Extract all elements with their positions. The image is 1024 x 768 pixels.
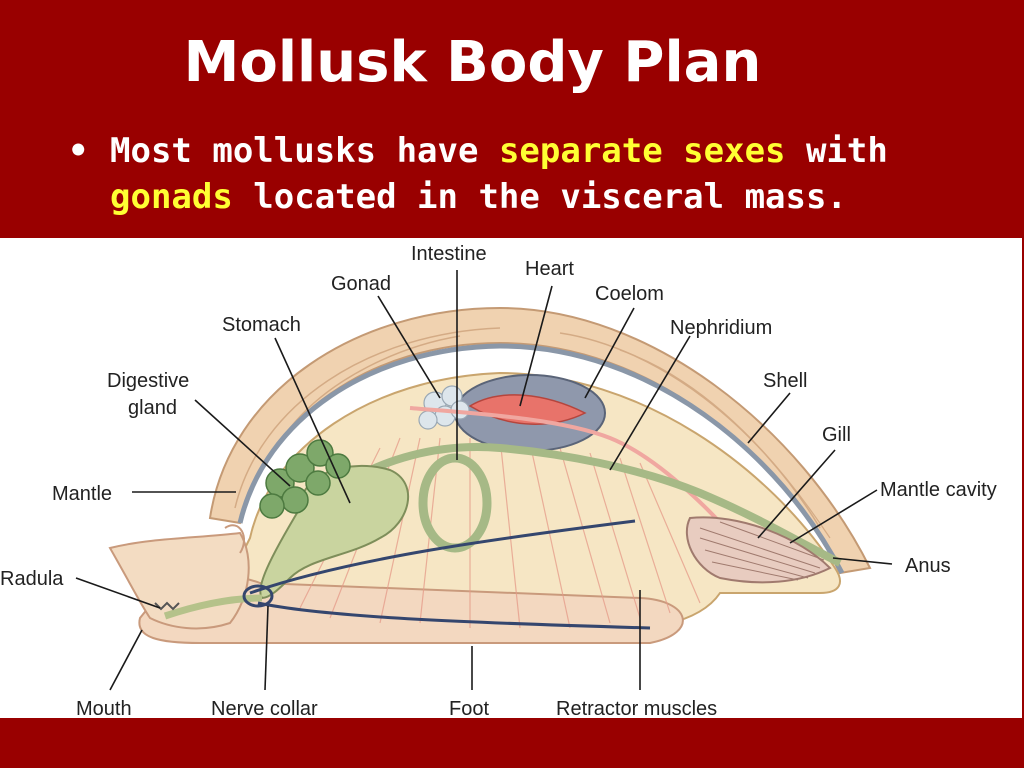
leader-mantle-cavity <box>789 489 878 544</box>
highlight-separate-sexes: separate sexes <box>498 131 786 171</box>
label-coelom: Coelom <box>595 283 664 305</box>
leader-gill <box>757 449 836 539</box>
label-retractor-muscles: Retractor muscles <box>556 698 717 718</box>
intestine-illustration <box>327 443 842 567</box>
gill-illustration <box>685 516 832 584</box>
shell-illustration <box>208 306 872 575</box>
bullet-text-1: Most mollusks have <box>110 131 499 171</box>
leader-radula <box>75 577 161 609</box>
leader-nerve-collar <box>264 605 269 691</box>
label-radula: Radula <box>0 568 64 590</box>
leader-stomach <box>274 337 351 504</box>
leader-anus <box>832 557 893 565</box>
label-gonad: Gonad <box>331 273 391 295</box>
label-mouth: Mouth <box>76 698 132 718</box>
bullet-list: • Most mollusks have separate sexes with… <box>68 128 968 220</box>
label-anus: Anus <box>905 555 951 577</box>
leader-coelom <box>584 307 635 399</box>
leader-heart <box>519 285 553 407</box>
bullet-text-2: with <box>785 131 888 171</box>
label-mantle-cavity: Mantle cavity <box>880 479 997 501</box>
leader-digestive-gland <box>194 399 291 487</box>
label-digestive-gland-line2: gland <box>128 397 177 419</box>
leader-shell <box>747 392 791 444</box>
leader-nephridium <box>609 335 691 471</box>
gut-loop-illustration <box>418 453 492 553</box>
label-shell: Shell <box>763 370 807 392</box>
bullet-item: • Most mollusks have separate sexes with… <box>68 128 968 220</box>
leader-mouth <box>109 629 143 691</box>
label-digestive-gland-line1: Digestive <box>107 370 189 392</box>
nerve-cord-illustration <box>242 519 651 630</box>
highlight-gonads: gonads <box>110 177 233 217</box>
label-nephridium: Nephridium <box>670 317 772 339</box>
label-heart: Heart <box>525 258 574 280</box>
bullet-text-3: located in the visceral mass. <box>232 177 847 217</box>
label-intestine: Intestine <box>411 243 487 265</box>
mollusk-diagram-panel: Intestine Gonad Heart Coelom Stomach Nep… <box>0 238 1022 718</box>
leader-lines <box>75 270 893 691</box>
mollusk-diagram: Intestine Gonad Heart Coelom Stomach Nep… <box>0 243 997 718</box>
label-foot: Foot <box>449 698 489 718</box>
label-stomach: Stomach <box>222 314 301 336</box>
label-nerve-collar: Nerve collar <box>211 698 318 718</box>
leader-gonad <box>377 295 441 399</box>
slide-title: Mollusk Body Plan <box>183 30 762 95</box>
label-gill: Gill <box>822 424 851 446</box>
label-mantle: Mantle <box>52 483 112 505</box>
esophagus-illustration <box>163 594 263 620</box>
stomach-illustration <box>259 464 409 600</box>
digestive-gland-illustration <box>259 439 351 519</box>
bullet-marker: • <box>68 131 89 171</box>
